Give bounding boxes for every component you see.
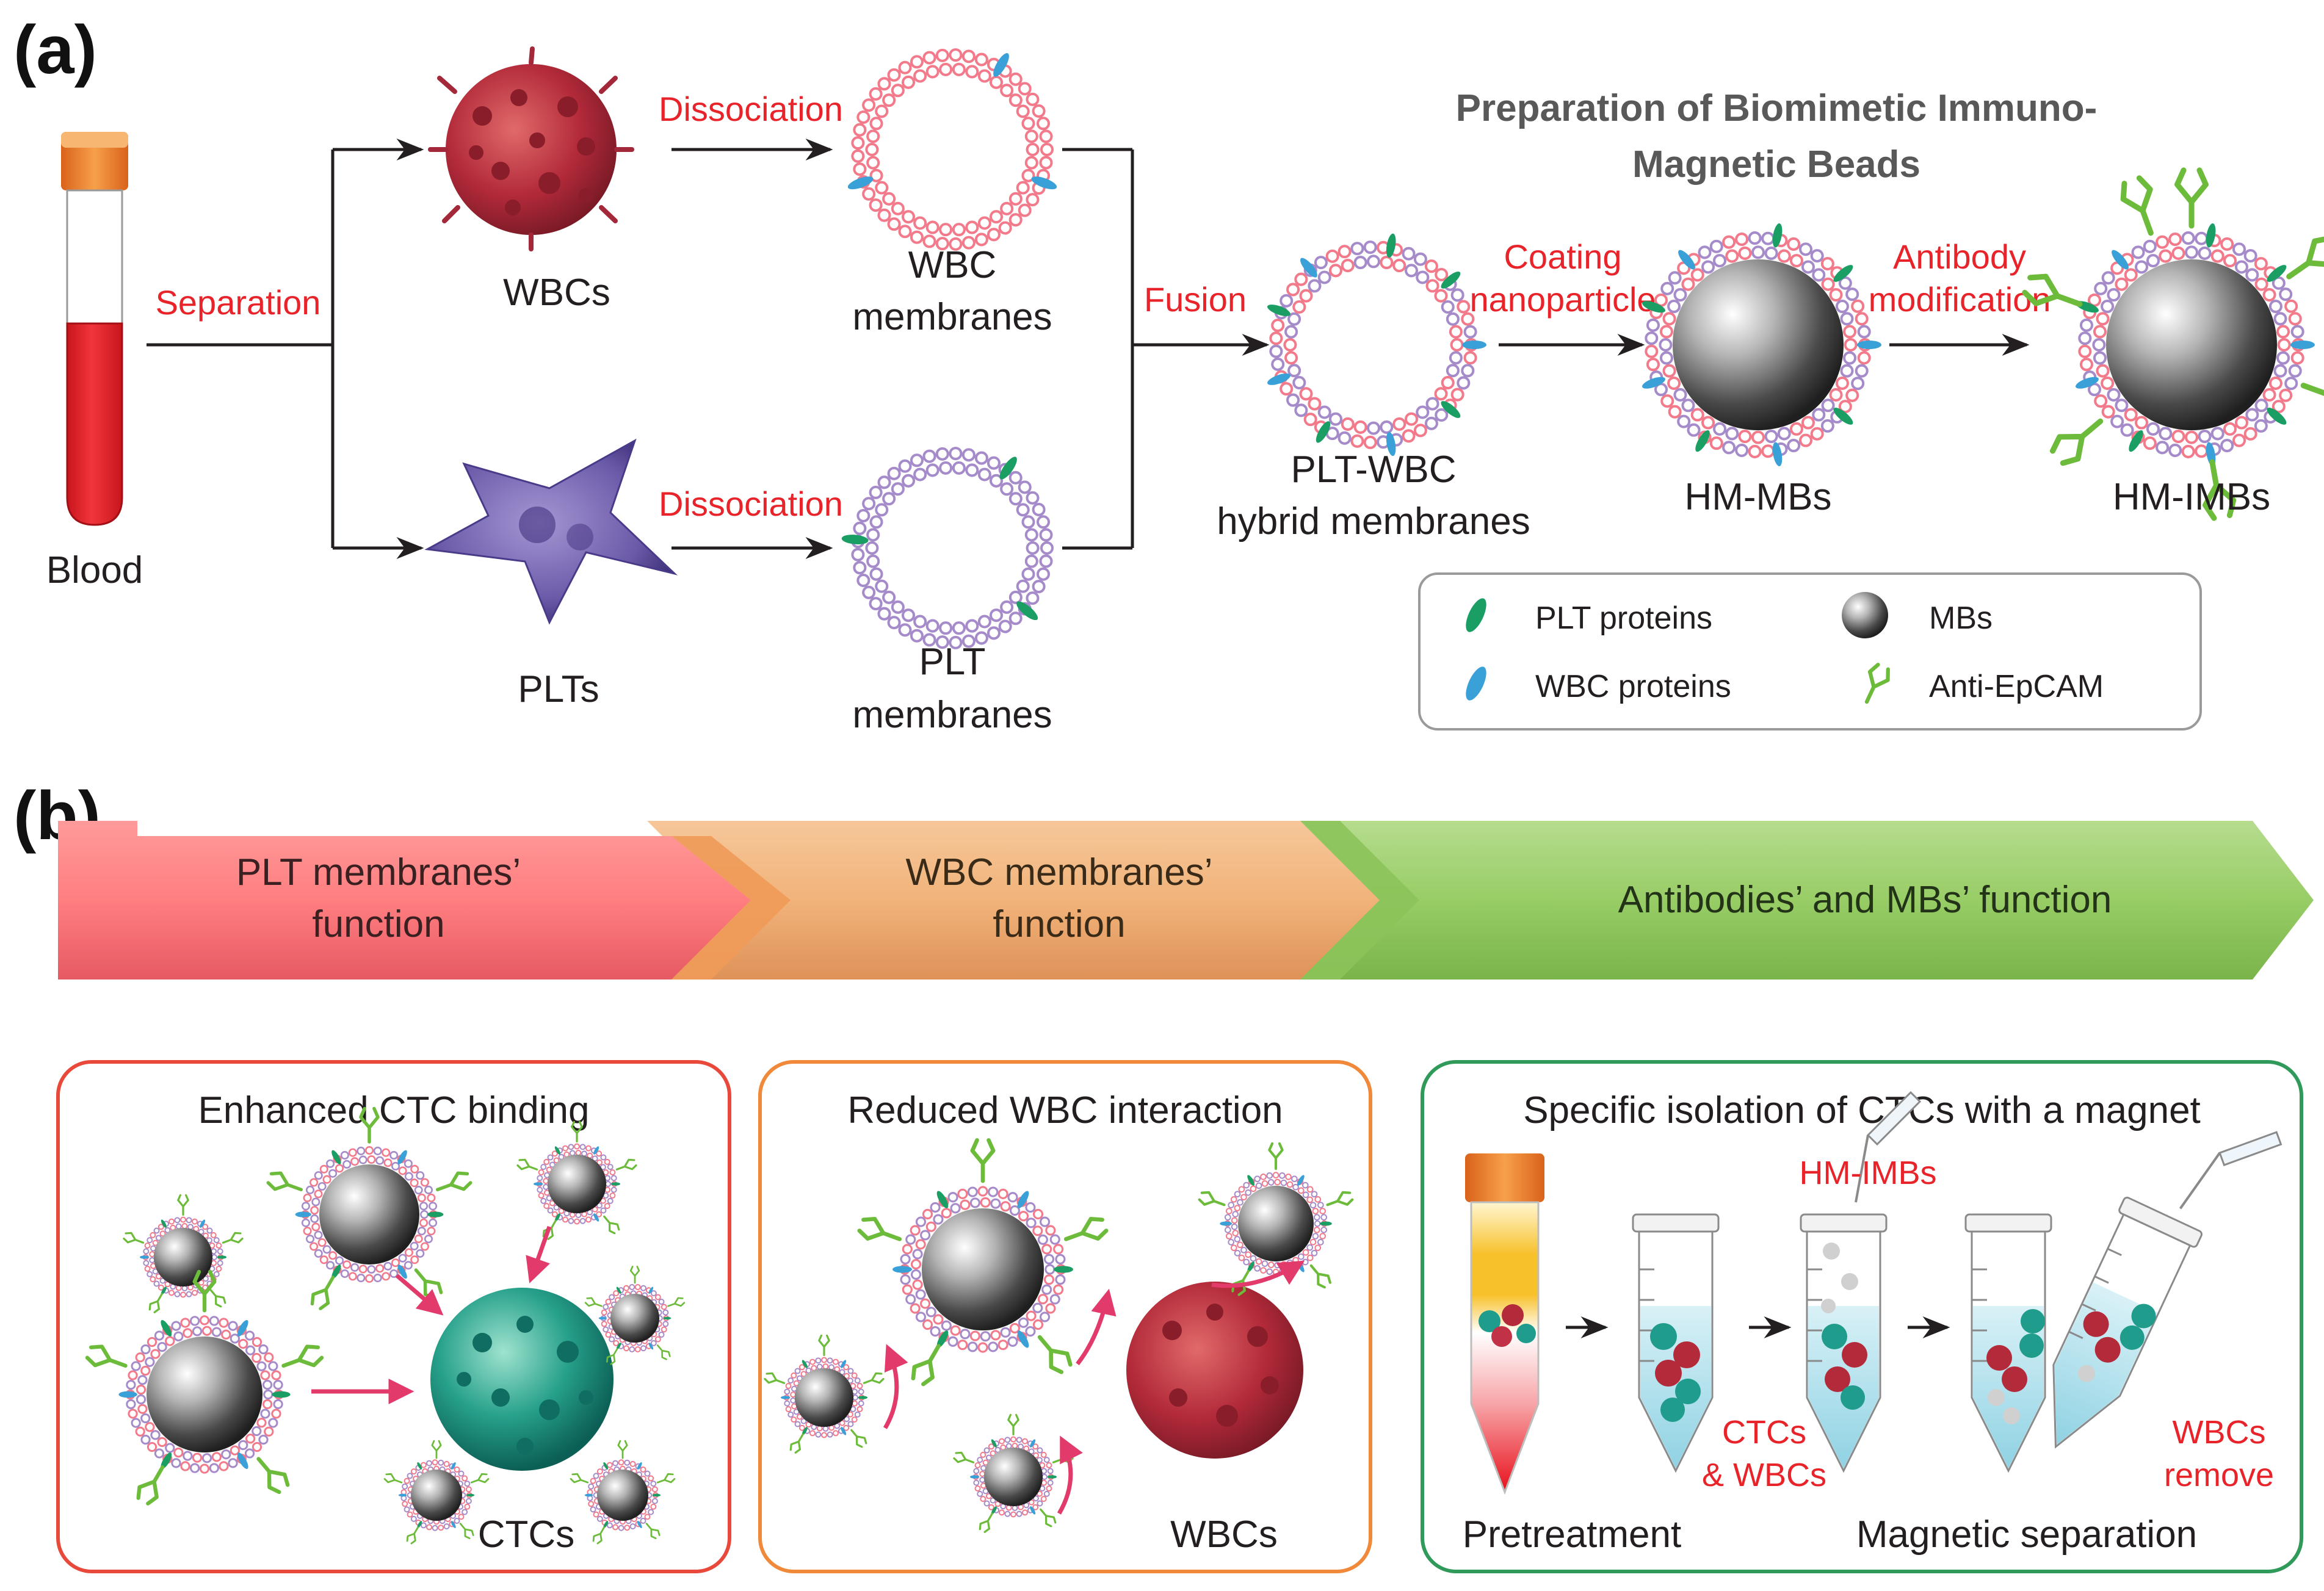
legend-plt-proteins: PLT proteins [1535,601,1712,636]
pretreatment-label: Pretreatment [1463,1513,1681,1556]
plt-cell-icon [424,438,678,625]
dissociation-top-label: Dissociation [659,90,843,128]
mb-icon [1842,592,1888,638]
ctcs-label: CTCs [478,1513,574,1556]
fusion-label: Fusion [1144,280,1247,319]
panel-a-title-line1: Preparation of Biomimetic Immuno- [1456,87,2098,129]
anti-epcam-icon [1864,662,1890,704]
box1-binding-arrows [311,1225,552,1404]
hm-imb-bead-icon [2022,167,2324,521]
fusion-connector [1062,148,1270,550]
box3-hm-imbs-label: HM-IMBs [1800,1155,1937,1191]
hybrid-membrane-vesicle-icon [1267,233,1486,456]
box2-imb-beads [764,1138,1354,1533]
antibody-label-line2: modification [1869,280,2051,319]
box3-ctcs-wbcs-line2: & WBCs [1702,1457,1826,1493]
hm-mbs-label: HM-MBs [1684,476,1831,518]
banner-seg2-line2: function [993,903,1125,945]
box2-wbcs-label: WBCs [1170,1513,1278,1556]
hm-imbs-label: HM-IMBs [2113,476,2270,518]
wbc-membrane-vesicle-icon [847,48,1057,251]
panel-a-letter: (a) [13,12,97,88]
box3-microtubes [1632,1091,2282,1473]
box3-wbcs-remove-line1: WBCs [2173,1414,2266,1451]
blood-tube-icon [61,132,128,526]
plt-membranes-label-line1: PLT [919,641,985,683]
plt-membranes-label-line2: membranes [852,694,1052,736]
legend-wbc-proteins: WBC proteins [1535,669,1731,704]
box2-repel-arrows [883,1260,1305,1515]
box1-imb-beads [85,1106,686,1545]
banner-seg2-line1: WBC membranes’ [906,851,1213,893]
legend-anti-epcam: Anti-EpCAM [1929,669,2104,704]
box1-title: Enhanced CTC binding [198,1089,589,1131]
coating-label-line1: Coating [1504,237,1621,276]
plts-label: PLTs [518,668,599,710]
box2-wbc-cell-icon [1126,1282,1303,1459]
banner-seg1-line1: PLT membranes’ [236,851,521,893]
plt-membrane-vesicle-icon [841,447,1054,649]
wbc-membranes-label-line1: WBC [908,244,997,286]
banner-seg1-line2: function [312,903,444,945]
legend: PLT proteins WBC proteins MBs Anti-EpCAM [1418,572,2202,731]
antibody-label-line1: Antibody [1893,237,2026,276]
hybrid-label-line2: hybrid membranes [1217,500,1530,543]
pretreatment-tube-icon [1465,1153,1544,1495]
hm-mb-bead-icon [1642,223,1881,466]
function-banner [58,821,2314,979]
separation-label: Separation [156,283,321,322]
wbc-cell-icon [428,46,634,251]
banner-seg3: Antibodies’ and MBs’ function [1618,879,2112,921]
hybrid-label-line1: PLT-WBC [1291,449,1457,491]
wbcs-label: WBCs [503,272,610,314]
panel-a-title-line2: Magnetic Beads [1632,143,1920,186]
wbc-membranes-label-line2: membranes [852,296,1052,338]
box2-title: Reduced WBC interaction [847,1089,1283,1131]
magnetic-separation-label: Magnetic separation [1856,1513,2197,1556]
box3-wbcs-remove-line2: remove [2164,1457,2274,1493]
ctc-cell-icon [430,1288,614,1471]
separation-connector [147,139,424,559]
legend-mbs: MBs [1929,601,1993,636]
blood-label: Blood [46,549,143,591]
dissociation-bottom-label: Dissociation [659,485,843,523]
wbc-protein-icon [1466,666,1486,701]
coating-label-line2: nanoparticle [1469,280,1656,319]
box3-ctcs-wbcs-line1: CTCs [1722,1414,1806,1451]
box3-title: Specific isolation of CTCs with a magnet [1523,1089,2201,1131]
plt-protein-icon [1466,598,1486,632]
